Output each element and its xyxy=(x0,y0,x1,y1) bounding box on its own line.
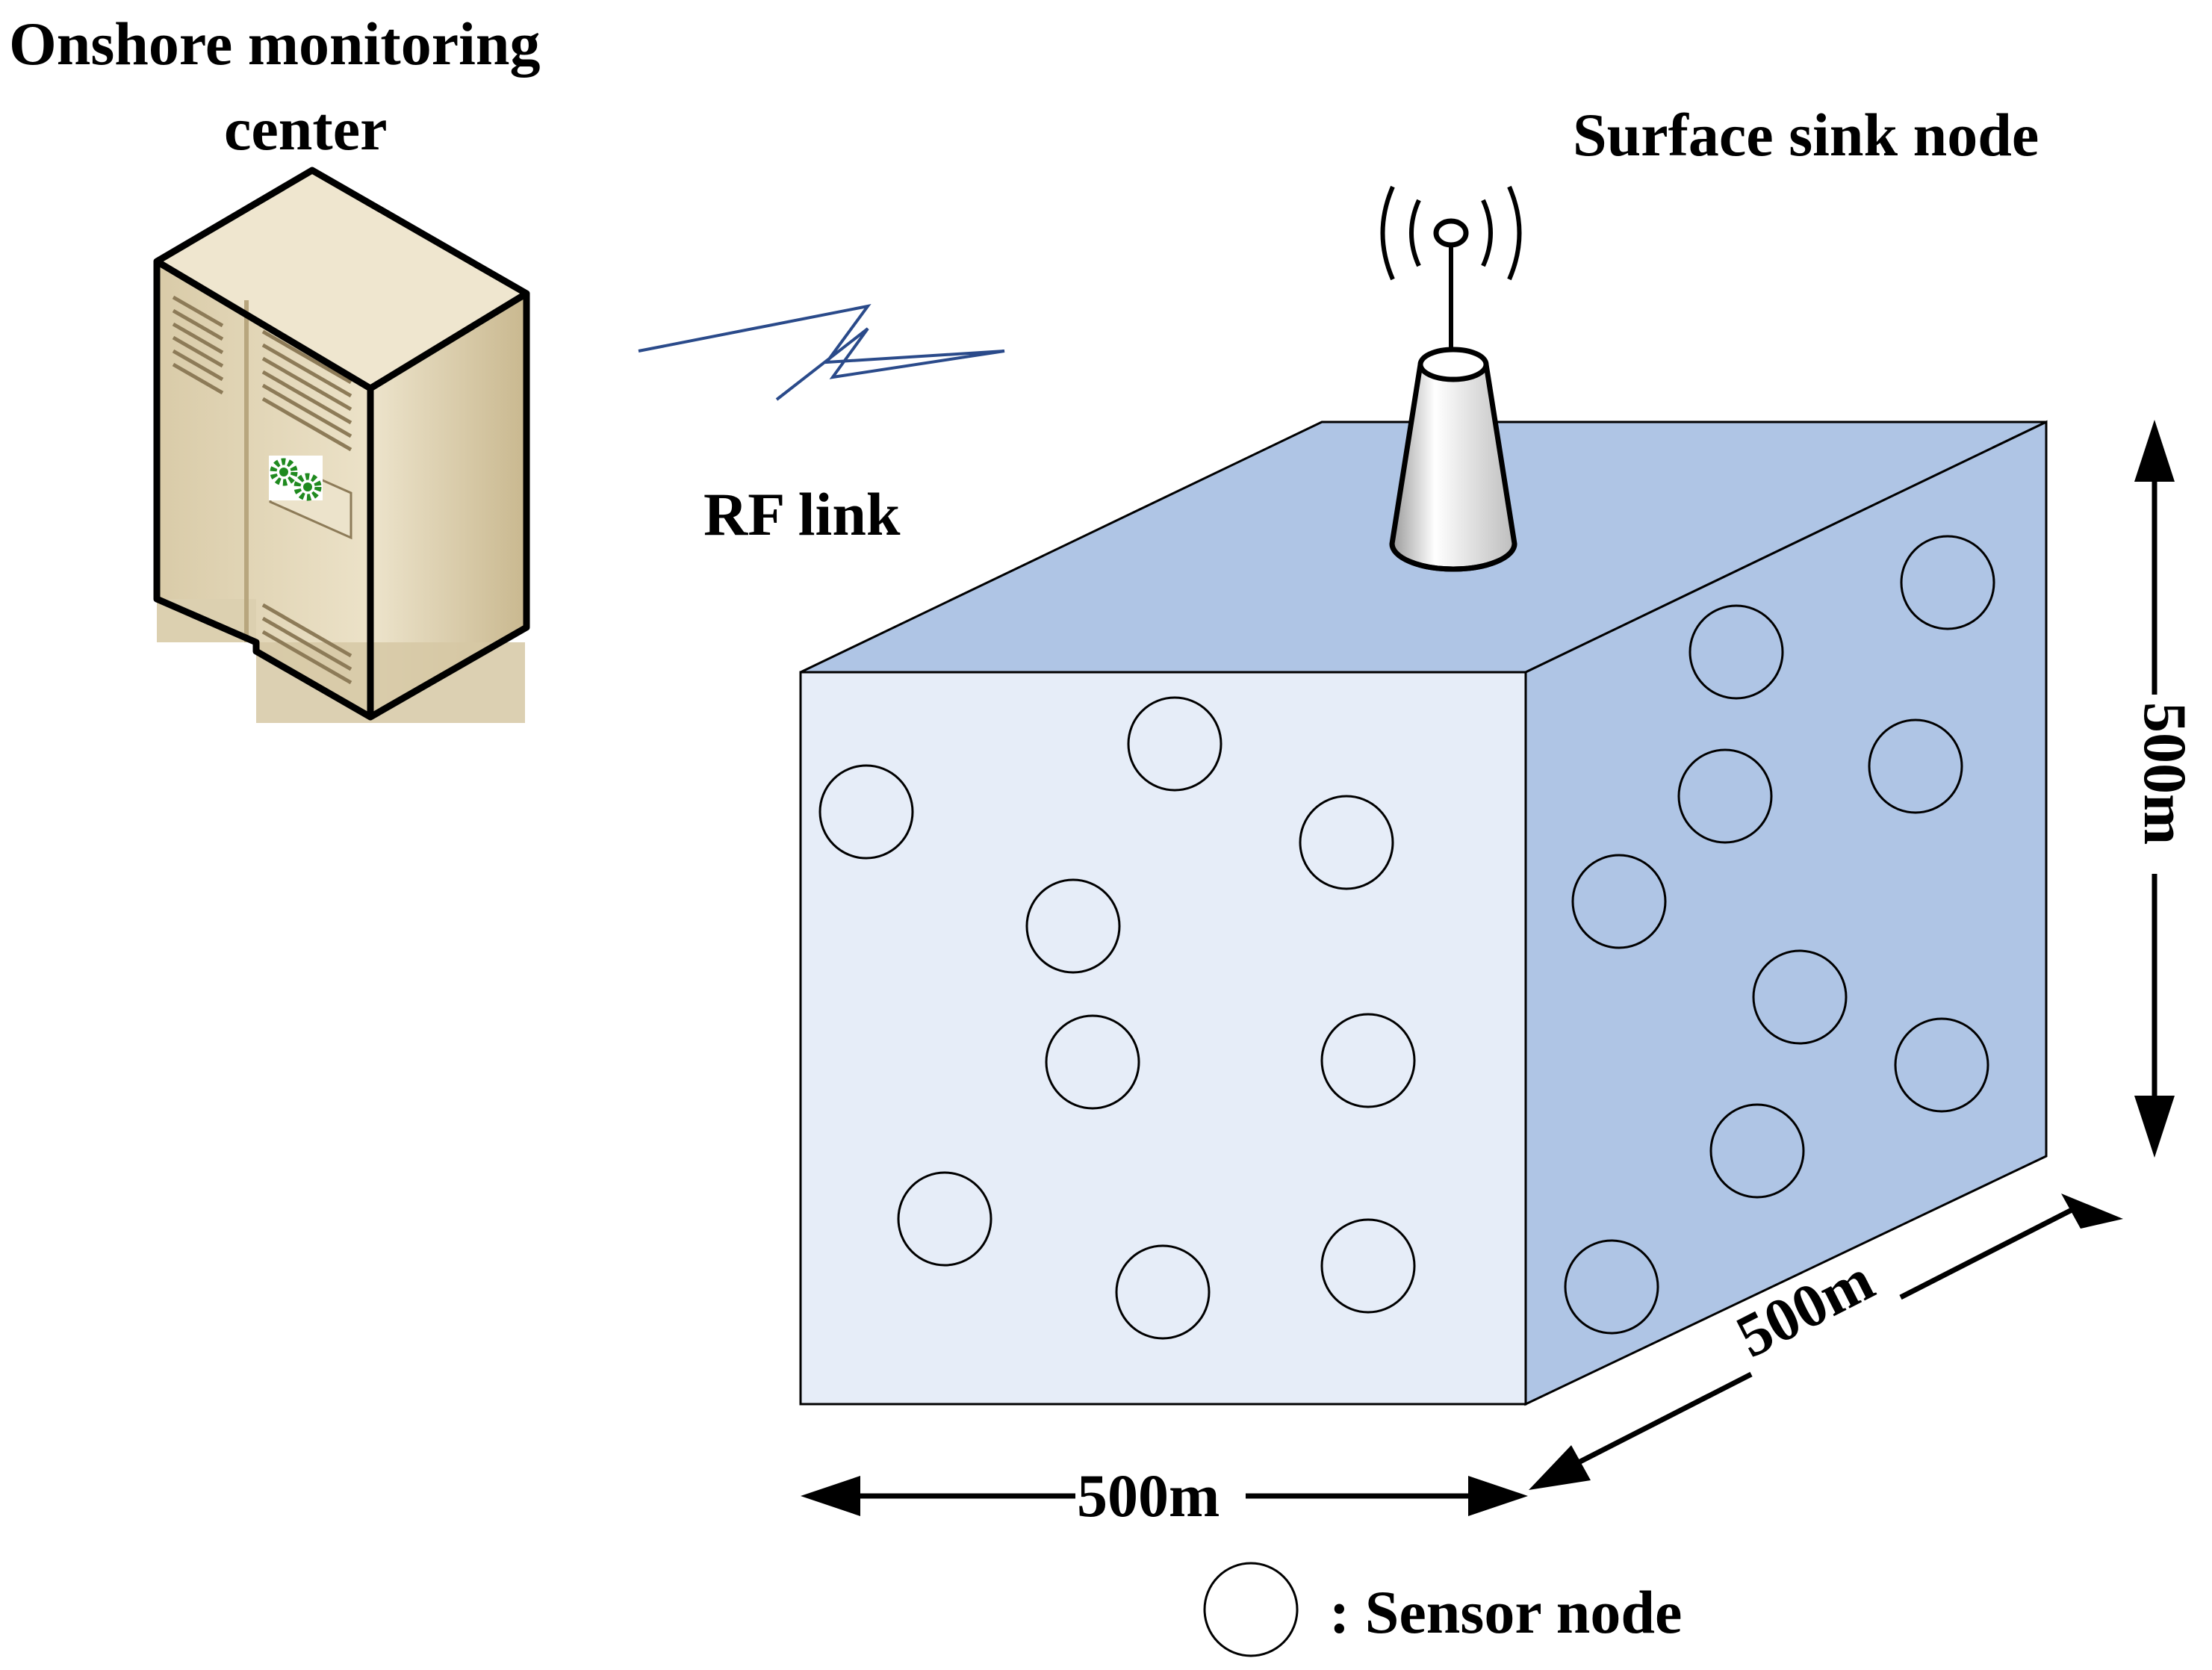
server-outline xyxy=(153,167,530,721)
server-vents-right xyxy=(261,329,352,685)
sensor-nodes xyxy=(818,535,1995,1340)
onshore-center-title-line2: center xyxy=(224,95,388,163)
sensor-node-icon xyxy=(897,1171,992,1267)
legend-sensor-node-icon xyxy=(1203,1562,1299,1657)
server-icon xyxy=(153,167,530,723)
antenna-tip xyxy=(1433,218,1469,248)
sensor-node-icon xyxy=(818,764,914,860)
sensor-node-icon xyxy=(1127,696,1222,792)
depth-dimension-arrow xyxy=(1529,1193,2123,1490)
legend-label: : Sensor node xyxy=(1329,1578,1683,1646)
antenna-cone xyxy=(1389,361,1517,572)
sensor-node-icon xyxy=(1564,1239,1659,1335)
sensor-node-icon xyxy=(1688,604,1784,700)
signal-wave-left-outer xyxy=(1380,185,1395,281)
signal-wave-right-inner xyxy=(1481,199,1493,267)
onshore-center-title-line1: Onshore monitoring xyxy=(9,10,541,78)
width-dimension-arrow xyxy=(801,1476,1528,1516)
antenna-icon xyxy=(1380,185,1522,572)
gear-icon xyxy=(270,458,322,501)
antenna-base xyxy=(1389,543,1517,572)
water-cube xyxy=(799,420,2048,1406)
sensor-node-icon xyxy=(1115,1244,1211,1340)
sensor-node-icon xyxy=(1752,949,1848,1045)
rf-link-label: RF link xyxy=(703,480,901,548)
cube-front-face xyxy=(799,671,1527,1406)
surface-sink-node-label: Surface sink node xyxy=(1573,101,2039,169)
sensor-node-icon xyxy=(1894,1017,1989,1113)
sensor-node-icon xyxy=(1045,1014,1140,1110)
sensor-node-icon xyxy=(1677,748,1773,844)
antenna-top-ring xyxy=(1417,347,1489,382)
server-vents-left xyxy=(172,295,224,395)
sensor-node-icon xyxy=(1025,878,1121,974)
sensor-node-icon xyxy=(1320,1013,1416,1108)
signal-wave-left-inner xyxy=(1409,199,1421,267)
server-top xyxy=(157,170,526,388)
sensor-node-icon xyxy=(1571,854,1667,949)
height-dimension-arrow xyxy=(2134,420,2175,1158)
height-dimension-label: 500m xyxy=(2131,702,2199,845)
signal-wave-right-outer xyxy=(1507,185,1522,281)
sensor-node-icon xyxy=(1299,795,1394,890)
server-side xyxy=(370,294,526,717)
sensor-node-icon xyxy=(1868,718,1963,814)
sensor-node-icon xyxy=(1709,1103,1805,1199)
width-dimension-label: 500m xyxy=(1077,1462,1220,1530)
sensor-node-icon xyxy=(1320,1218,1416,1314)
sensor-node-icon xyxy=(1900,535,1995,630)
rf-link-icon xyxy=(638,304,1005,401)
